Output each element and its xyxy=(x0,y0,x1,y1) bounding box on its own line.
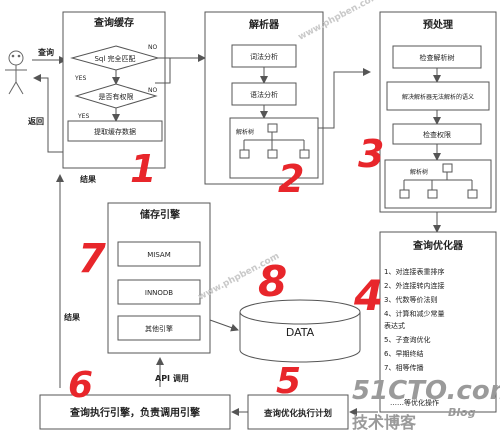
executor-text: 查询执行引擎，负责调用引擎 xyxy=(69,406,200,419)
annotation-2: 2 xyxy=(278,157,304,201)
engine-other-box xyxy=(117,315,201,341)
result-label-1: 结果 xyxy=(80,174,96,184)
engine-myisam-box xyxy=(117,241,201,267)
execution-plan-box: 查询优化执行计划 xyxy=(247,394,349,430)
lexical-analysis-text: 词法分析 xyxy=(250,52,278,61)
watermark-logo: 51CTO.com xyxy=(352,376,500,406)
yes-label-2: YES xyxy=(77,113,89,120)
no-label-2: NO xyxy=(148,87,157,94)
query-cache-box: 查询缓存 Sql 完全匹配 YES 是否有权限 YES 提取缓存数据 xyxy=(62,11,166,169)
preproc-tree-diagram xyxy=(399,163,478,199)
annotation-8: 8 xyxy=(258,257,287,306)
query-cache-title: 查询缓存 xyxy=(93,16,134,29)
data-text: DATA xyxy=(286,326,315,339)
parse-tree-label: 解析树 xyxy=(236,128,254,136)
fetch-cache-text: 提取缓存数据 xyxy=(94,127,136,136)
user-figure-icon xyxy=(5,50,27,95)
fetch-cache-box xyxy=(67,120,163,142)
executor-box: 查询执行引擎，负责调用引擎 xyxy=(39,394,231,430)
query-label: 查询 xyxy=(38,47,54,57)
annotation-5: 5 xyxy=(276,361,301,402)
parser-box: 解析器 词法分析 语法分析 解析树 xyxy=(204,11,324,185)
optimizer-item: ……等优化操作 xyxy=(390,398,439,407)
return-label: 返回 xyxy=(28,116,44,126)
optimizer-item: 1、对连接表重排序 xyxy=(384,267,444,276)
storage-engine-title: 储存引擎 xyxy=(139,208,180,221)
permission-text: 是否有权限 xyxy=(99,92,134,101)
no-label-1: NO xyxy=(148,44,157,51)
parser-title: 解析器 xyxy=(249,18,280,31)
optimizer-item: 6、早期终结 xyxy=(384,349,423,358)
parse-tree-diagram xyxy=(239,123,310,159)
preprocessor-title: 预处理 xyxy=(423,18,453,31)
data-cylinder: DATA xyxy=(239,299,361,363)
engine-innodb-text: INNODB xyxy=(145,289,173,297)
annotation-1: 1 xyxy=(130,147,156,191)
annotation-3: 3 xyxy=(358,132,384,176)
engine-myisam-text: MISAM xyxy=(147,251,171,259)
engine-to-data-arrow xyxy=(209,319,239,332)
watermark-blog: Blog xyxy=(448,406,476,419)
resolve-semantics-text: 解决解析器无法解析的语义 xyxy=(402,93,474,101)
annotation-4: 4 xyxy=(353,271,383,320)
watermark-sub: 技术博客 xyxy=(352,413,417,432)
optimizer-title: 查询优化器 xyxy=(412,239,464,252)
optimizer-item: 7、相等传播 xyxy=(384,363,423,372)
engine-other-text: 其他引擎 xyxy=(145,324,173,333)
syntax-analysis-text: 语法分析 xyxy=(250,90,278,99)
annotation-6: 6 xyxy=(68,365,93,406)
engine-innodb-box xyxy=(117,279,201,305)
optimizer-item: 5、子查询优化 xyxy=(384,335,430,344)
execution-plan-text: 查询优化执行计划 xyxy=(263,408,332,419)
optimizer-item: 2、外连接转内连接 xyxy=(384,281,444,290)
result-label-2: 结果 xyxy=(64,312,80,322)
storage-engine-box: 储存引擎 MISAM INNODB 其他引擎 xyxy=(107,202,211,354)
optimizer-item: 4、计算和减少常量 xyxy=(384,309,444,318)
annotation-7: 7 xyxy=(78,236,106,282)
return-arrow xyxy=(33,74,66,153)
optimizer-box: 查询优化器 1、对连接表重排序 2、外连接转内连接 3、代数等价法则 4、计算和… xyxy=(379,231,497,413)
optimizer-item: 3、代数等价法则 xyxy=(384,295,437,304)
preproc-tree-box xyxy=(384,159,492,209)
check-permission-text: 检查权限 xyxy=(423,130,451,139)
preprocessor-box: 预处理 检查解析树 解决解析器无法解析的语义 检查权限 解析树 xyxy=(379,11,497,213)
yes-label-1: YES xyxy=(74,75,86,82)
parser-to-preproc-arrow xyxy=(318,68,371,129)
sql-match-text: Sql 完全匹配 xyxy=(94,54,135,63)
optimizer-item: 表达式 xyxy=(384,321,405,330)
preproc-tree-label: 解析树 xyxy=(410,168,428,176)
check-tree-text: 检查解析树 xyxy=(420,53,455,62)
api-call-label: API 调用 xyxy=(155,373,189,383)
resolve-semantics-box xyxy=(386,81,490,111)
